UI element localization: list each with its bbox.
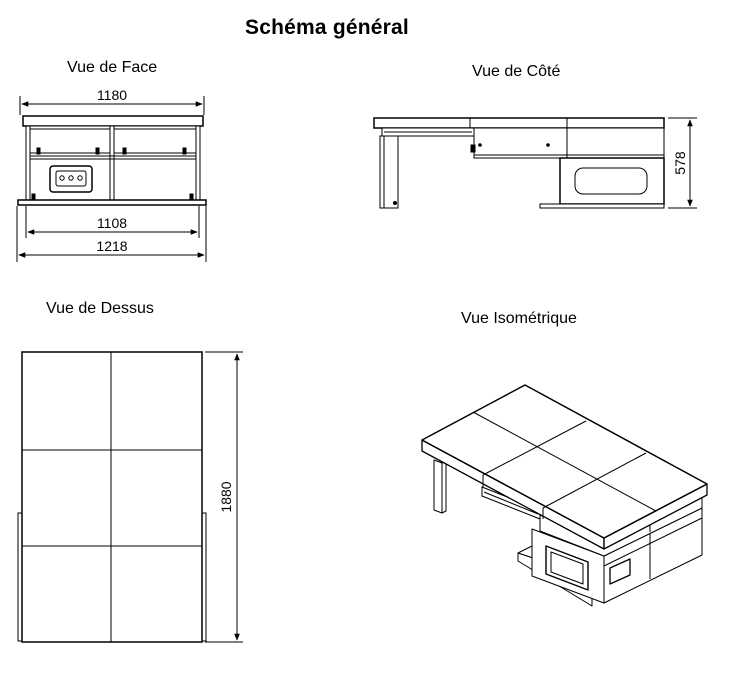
side-dim-height-value: 578 <box>672 151 688 175</box>
front-dim-top-value: 1180 <box>97 87 127 103</box>
iso-view-label: Vue Isométrique <box>461 310 577 327</box>
iso-view <box>421 384 708 607</box>
front-dim-bottom-value: 1218 <box>96 238 127 254</box>
side-view-label: Vue de Côté <box>472 63 561 80</box>
front-dim-inner-value: 1108 <box>97 215 127 231</box>
side-view <box>373 117 697 209</box>
top-dim-length-value: 1880 <box>218 481 234 512</box>
front-view-label: Vue de Face <box>67 59 158 76</box>
top-view-label: Vue de Dessus <box>46 300 154 317</box>
front-view <box>16 96 207 262</box>
diagram-title: Schéma général <box>245 16 409 39</box>
top-view <box>17 351 243 643</box>
